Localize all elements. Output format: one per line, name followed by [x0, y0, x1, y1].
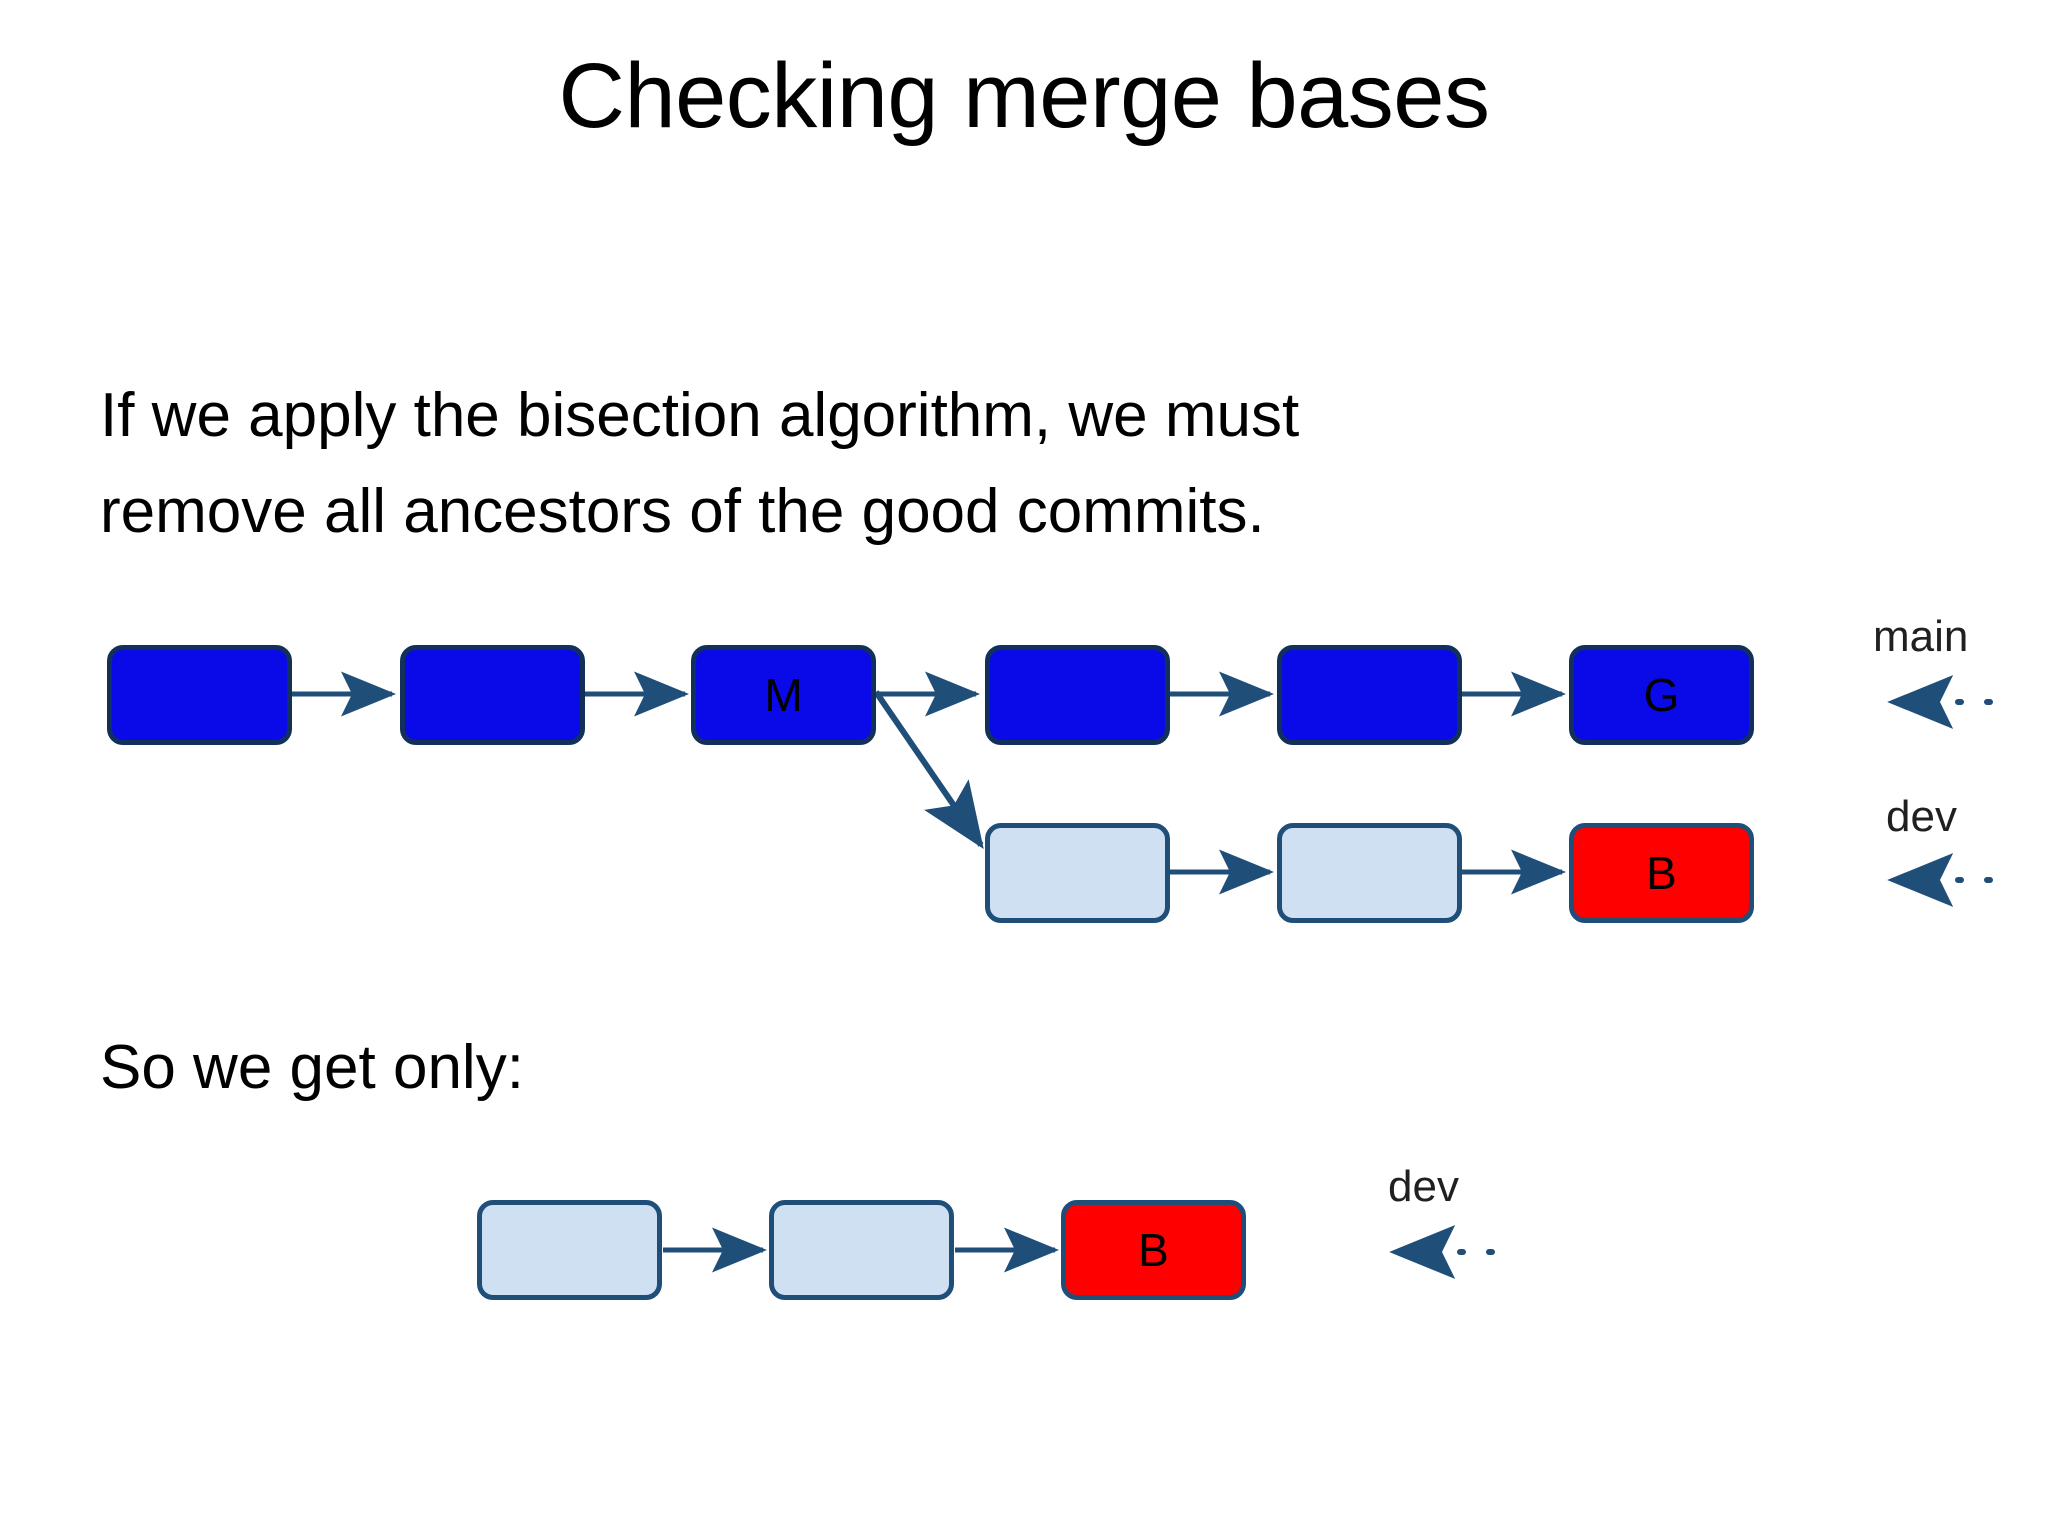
body-paragraph-1: If we apply the bisection algorithm, we … [100, 381, 1300, 546]
body-paragraph-2: So we get only: [100, 1033, 524, 1102]
page-title: Checking merge bases [558, 45, 1490, 147]
